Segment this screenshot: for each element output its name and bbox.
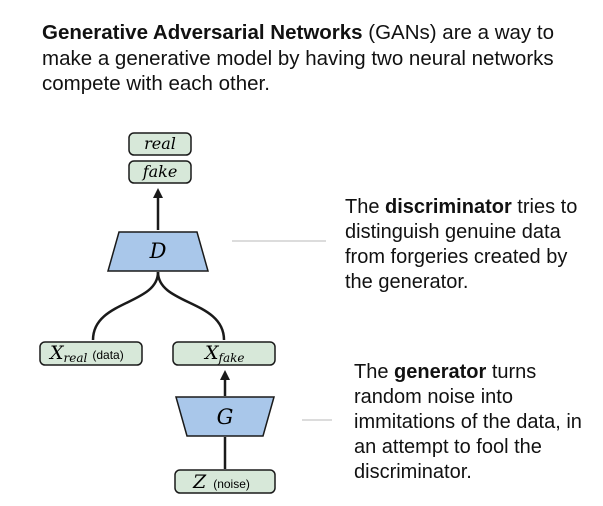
generator-symbol: G <box>217 405 234 429</box>
x-real-box <box>39 341 143 366</box>
generator-desc-pre: The <box>354 361 395 383</box>
x-real-note: (data) <box>92 348 123 362</box>
x-fake-symbol: X <box>203 342 220 364</box>
edge-xfake-to-d <box>156 271 226 341</box>
z-note: (noise) <box>213 477 250 491</box>
output-fake-box <box>128 160 192 184</box>
discriminator-desc-pre: The <box>345 196 386 218</box>
intro-bold-term: Generative Adversarial Networks <box>42 21 363 44</box>
z-label: Z (noise) <box>192 471 250 493</box>
z-box <box>174 469 276 494</box>
generator-desc-post: turns random noise into immitations of t… <box>354 361 582 483</box>
discriminator-block <box>107 231 209 272</box>
edge-xreal-to-d <box>91 271 160 341</box>
output-fake-label: fake <box>142 162 178 181</box>
x-fake-subscript: fake <box>218 351 245 365</box>
discriminator-term: discriminator <box>385 196 512 218</box>
x-real-label: Xreal (data) <box>48 342 124 365</box>
z-symbol: Z <box>192 471 207 493</box>
discriminator-desc-post: tries to distinguish genuine data from f… <box>345 196 578 293</box>
generator-description: The generator turns random noise into im… <box>354 360 594 485</box>
x-real-symbol: X <box>48 342 65 364</box>
output-real-label: real <box>144 134 176 153</box>
x-real-subscript: real <box>64 351 88 365</box>
generator-term: generator <box>394 361 487 383</box>
generator-block <box>175 396 275 437</box>
intro-paragraph: Generative Adversarial Networks (GANs) a… <box>42 20 592 97</box>
discriminator-description: The discriminator tries to distinguish g… <box>345 195 597 295</box>
intro-rest: (GANs) are a way to make a generative mo… <box>42 21 554 95</box>
x-fake-box <box>172 341 276 366</box>
output-real-box <box>128 132 192 156</box>
x-fake-label: Xfake <box>203 342 245 365</box>
discriminator-symbol: D <box>149 239 167 263</box>
